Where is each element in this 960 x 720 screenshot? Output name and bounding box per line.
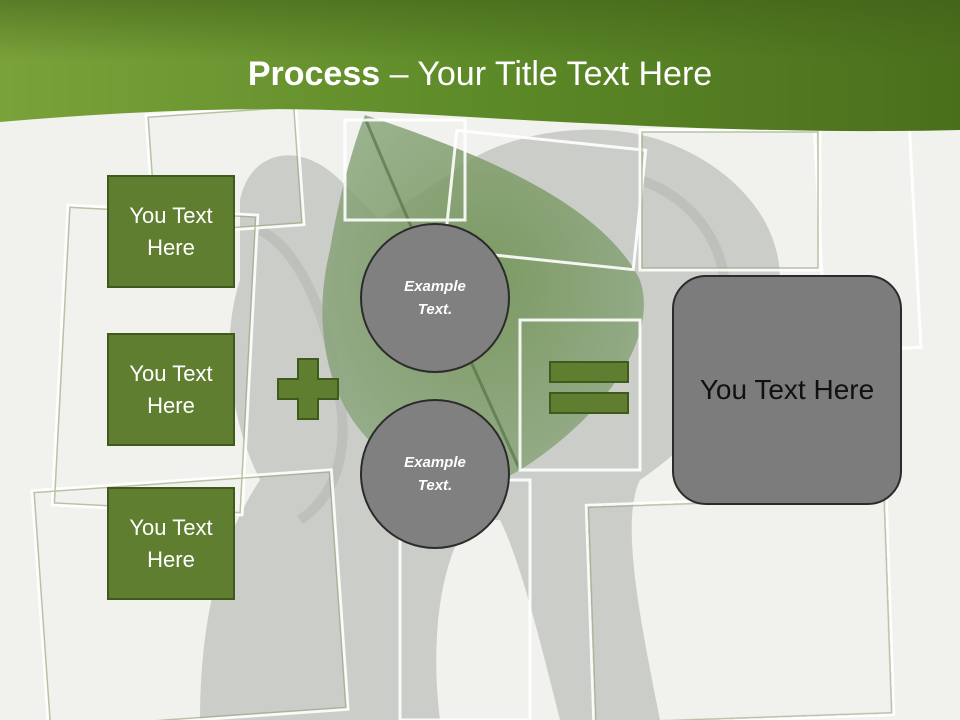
input-box-2: You Text Here [107, 333, 235, 446]
plus-icon [277, 358, 339, 420]
title-rest: – Your Title Text Here [380, 55, 713, 93]
input-box-label: You Text Here [129, 202, 213, 260]
example-circle-label: Example Text. [404, 278, 466, 318]
input-box-label: You Text Here [129, 514, 213, 572]
title-bold: Process [247, 55, 381, 93]
result-label: You Text Here [699, 374, 875, 405]
example-circle-2: Example Text. [360, 399, 510, 549]
input-box-3: You Text Here [107, 487, 235, 600]
example-circle-label: Example Text. [404, 454, 466, 494]
example-circle-1: Example Text. [360, 223, 510, 373]
input-box-1: You Text Here [107, 175, 235, 288]
slide-title: Process – Your Title Text Here [0, 52, 960, 96]
result-box: You Text Here [672, 275, 902, 505]
input-box-label: You Text Here [129, 360, 213, 418]
equals-icon [549, 361, 629, 414]
